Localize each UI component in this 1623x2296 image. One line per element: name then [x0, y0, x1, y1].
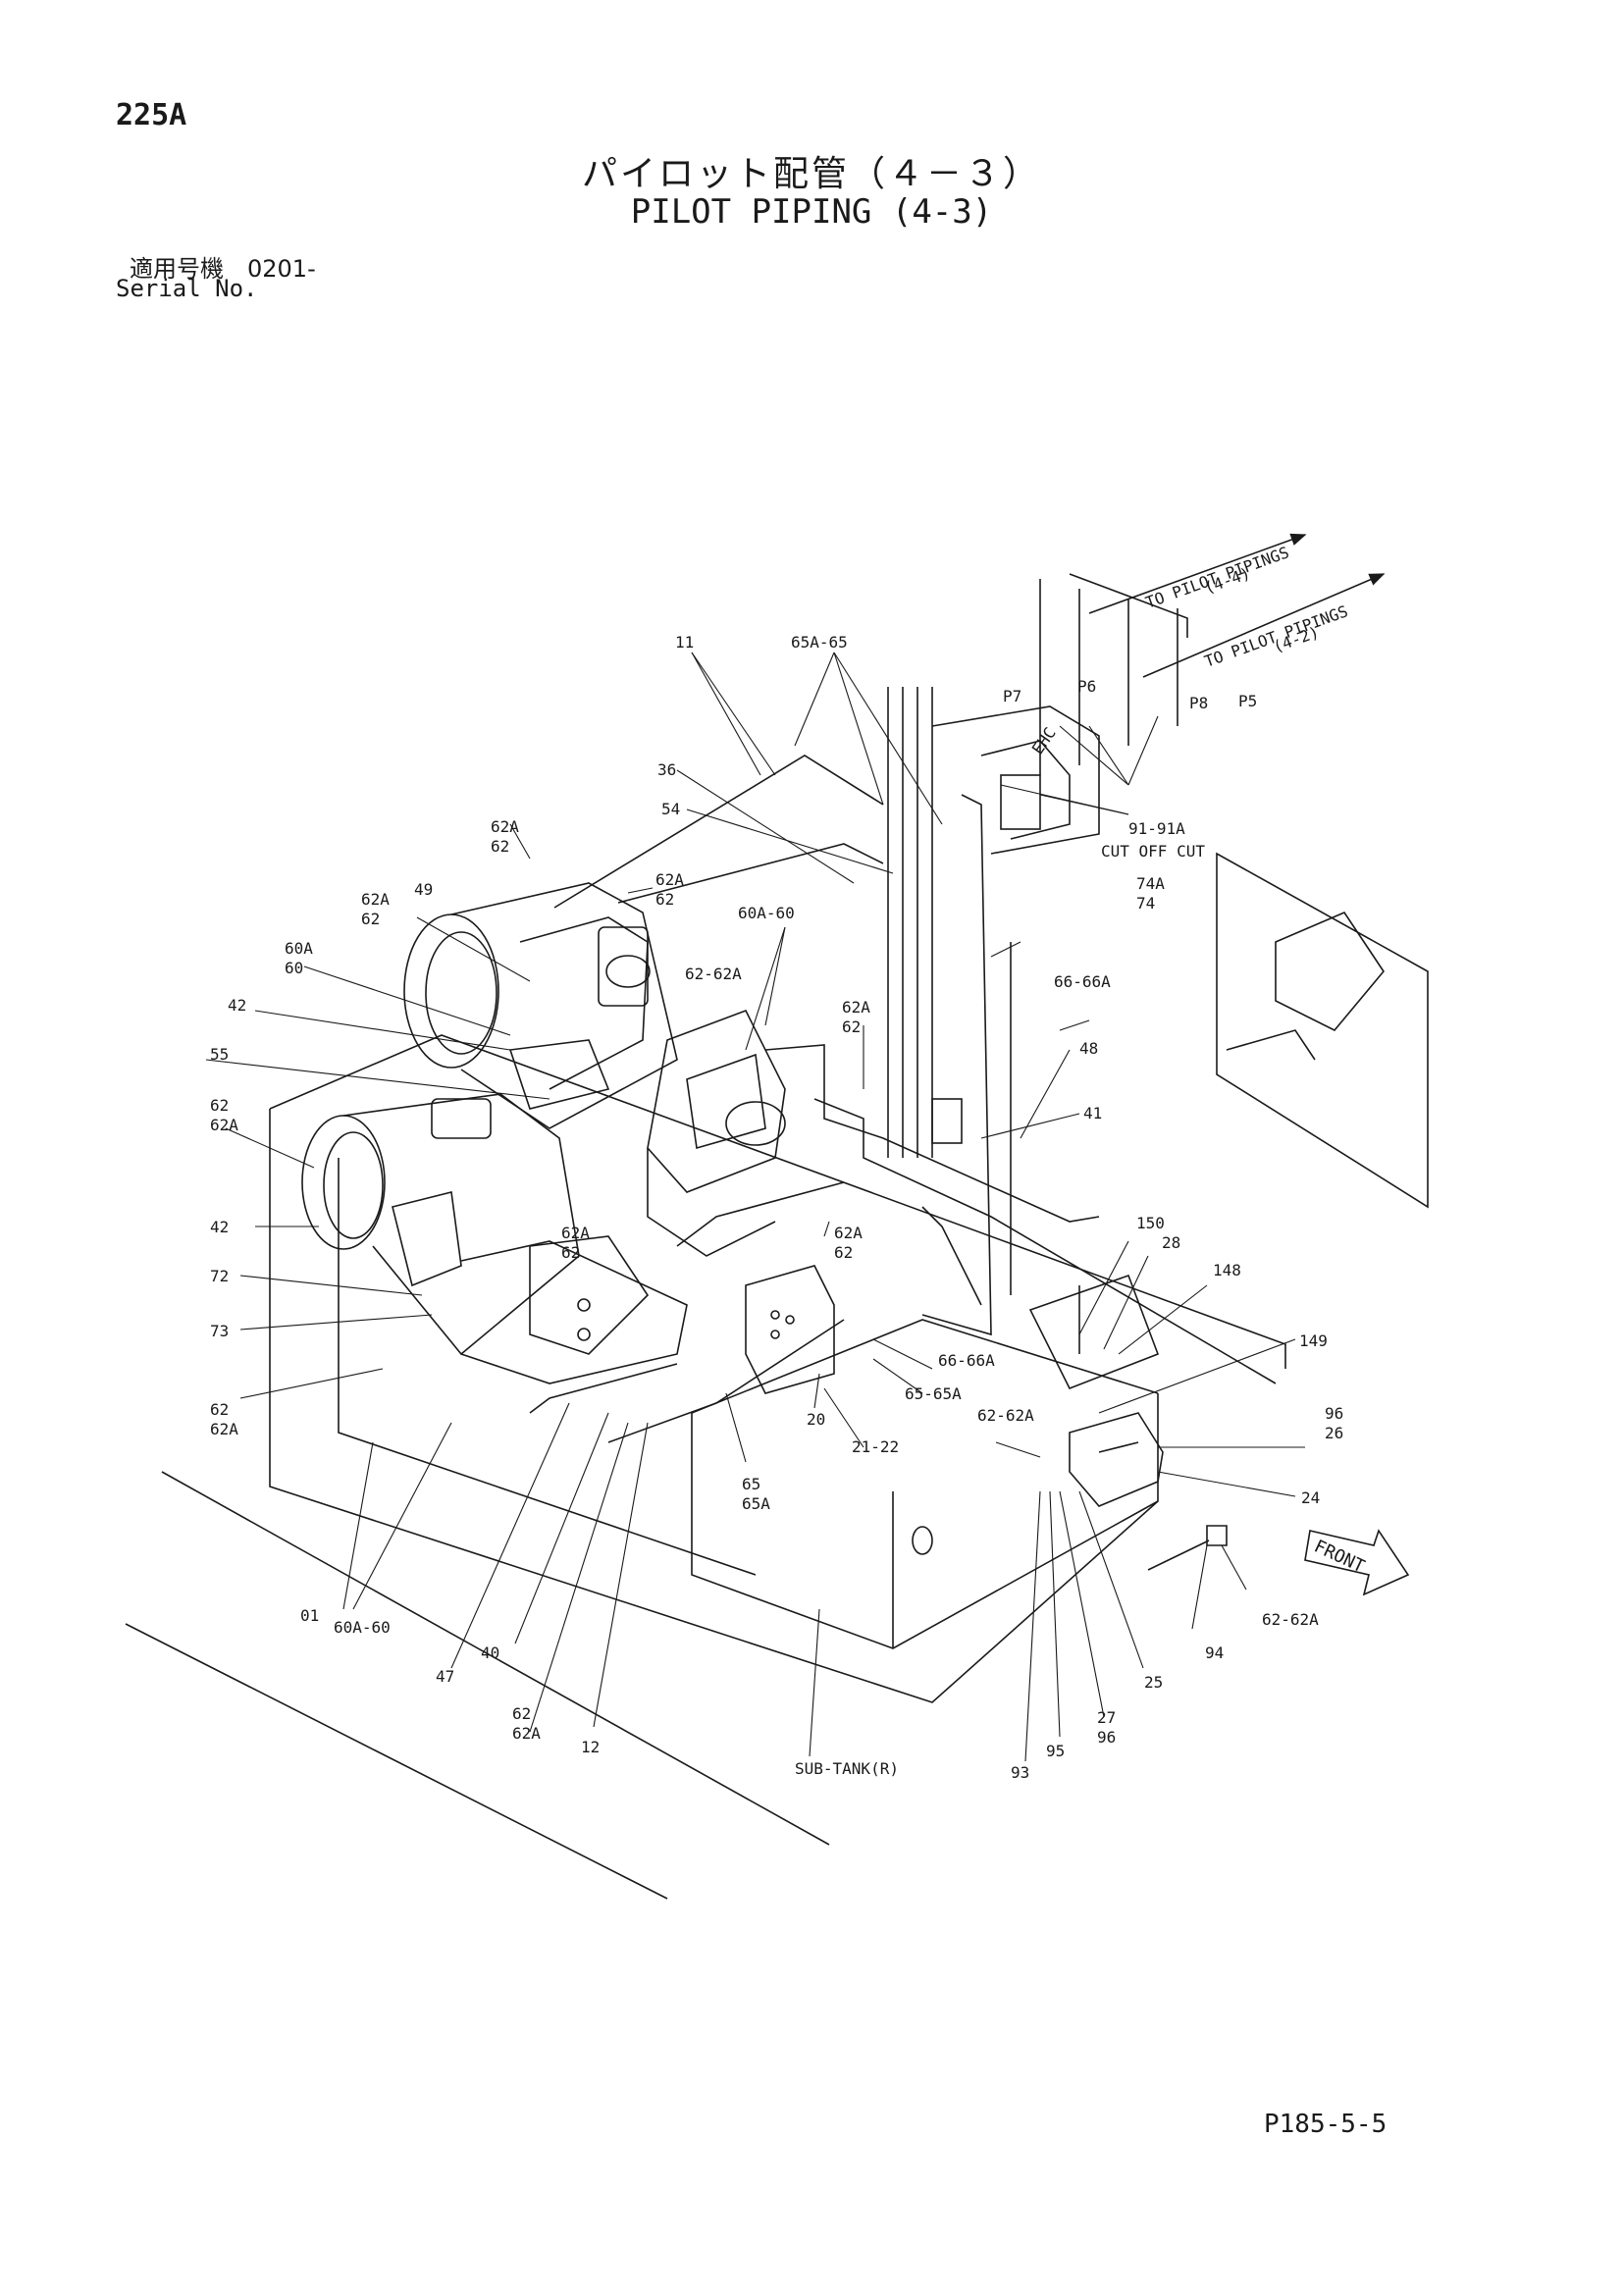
callout-62a-1: 62A [491, 817, 519, 836]
callout-41: 41 [1083, 1104, 1102, 1122]
callout-91-91a: 91-91A [1128, 819, 1185, 838]
callout-65-65a-mid: 65-65A [905, 1384, 962, 1403]
sub-tank-label: SUB-TANK(R) [795, 1759, 899, 1778]
callout-62a-left: 62A [210, 1116, 238, 1134]
callout-47: 47 [436, 1667, 454, 1686]
callout-62-5: 62 [561, 1243, 580, 1262]
callout-73: 73 [210, 1322, 229, 1340]
callout-94: 94 [1205, 1644, 1224, 1662]
callout-62a-2: 62A [655, 870, 684, 889]
callout-62a-6: 62A [834, 1224, 863, 1242]
page-title-japanese: パイロット配管（４－３） [581, 154, 1041, 194]
callout-20: 20 [807, 1410, 825, 1429]
diagram-labels: TO PILOT PIPINGS (4-4) TO PILOT PIPINGS … [210, 543, 1368, 1782]
serial-label-japanese: 適用号機 0201- [130, 255, 316, 283]
callout-21-22: 21-22 [852, 1437, 899, 1456]
callout-95: 95 [1046, 1742, 1065, 1760]
callout-148: 148 [1213, 1261, 1241, 1279]
callout-62-bottom: 62 [512, 1704, 531, 1723]
callout-55: 55 [210, 1045, 229, 1064]
callout-66-66a-top: 66-66A [1054, 972, 1111, 991]
callout-62-1: 62 [491, 837, 509, 856]
callout-62-62a-right: 62-62A [977, 1406, 1034, 1425]
callout-62-62a-mid: 62-62A [685, 965, 742, 983]
callout-28: 28 [1162, 1233, 1180, 1252]
serial-label: Serial No. [116, 275, 258, 302]
callout-54: 54 [661, 800, 680, 818]
port-label-p8: P8 [1189, 694, 1208, 712]
callout-48: 48 [1079, 1039, 1098, 1058]
callout-26: 26 [1325, 1424, 1343, 1442]
callout-62-2: 62 [655, 890, 674, 909]
port-label-ehc: EHC [1028, 724, 1060, 758]
callout-leaders [205, 652, 1305, 1762]
callout-60a-60-top: 60A-60 [738, 904, 795, 922]
callout-66-66a-mid: 66-66A [938, 1351, 995, 1370]
callout-60a: 60A [285, 939, 313, 958]
callout-25: 25 [1144, 1673, 1163, 1692]
callout-11: 11 [675, 633, 694, 652]
callout-49: 49 [414, 880, 433, 899]
callout-60a-60-bottom: 60A-60 [334, 1618, 391, 1637]
callout-24: 24 [1301, 1488, 1320, 1507]
callout-62-bottom-left: 62 [210, 1400, 229, 1419]
callout-42-mid: 42 [210, 1218, 229, 1236]
callout-65: 65 [742, 1475, 760, 1493]
callout-72: 72 [210, 1267, 229, 1285]
callout-62a-bottom: 62A [512, 1724, 541, 1743]
page-number: P185-5-5 [1264, 2110, 1387, 2139]
callout-62-62a-bottom-right: 62-62A [1262, 1610, 1319, 1629]
callout-27: 27 [1097, 1708, 1116, 1727]
callout-149: 149 [1299, 1331, 1328, 1350]
port-label-p5: P5 [1238, 692, 1257, 710]
callout-40: 40 [481, 1644, 499, 1662]
callout-74: 74 [1136, 894, 1155, 913]
callout-12: 12 [581, 1738, 600, 1756]
callout-93: 93 [1011, 1763, 1029, 1782]
callout-62-3: 62 [361, 910, 380, 928]
port-label-p7: P7 [1003, 687, 1021, 705]
callout-62a-4: 62A [842, 998, 870, 1017]
callout-96-top: 96 [1325, 1404, 1343, 1423]
callout-01: 01 [300, 1606, 319, 1625]
callout-74a: 74A [1136, 874, 1165, 893]
page-code: 225A [116, 98, 187, 132]
port-label-cut-off: CUT OFF CUT [1101, 842, 1205, 861]
callout-62a-5: 62A [561, 1224, 590, 1242]
callout-65a-65-top: 65A-65 [791, 633, 848, 652]
diagram-linework [125, 533, 1429, 1900]
callout-96-bottom: 96 [1097, 1728, 1116, 1747]
callout-42-top: 42 [228, 996, 246, 1015]
port-label-p6: P6 [1077, 677, 1096, 696]
callout-36: 36 [657, 760, 676, 779]
callout-60: 60 [285, 959, 303, 977]
callout-150: 150 [1136, 1214, 1165, 1232]
callout-62-4: 62 [842, 1018, 861, 1036]
callout-65a: 65A [742, 1494, 770, 1513]
page-title: PILOT PIPING (4-3) [630, 192, 993, 232]
callout-62-6: 62 [834, 1243, 853, 1262]
callout-62-left: 62 [210, 1096, 229, 1115]
callout-62a-3: 62A [361, 890, 390, 909]
callout-62a-bottom-left: 62A [210, 1420, 238, 1438]
